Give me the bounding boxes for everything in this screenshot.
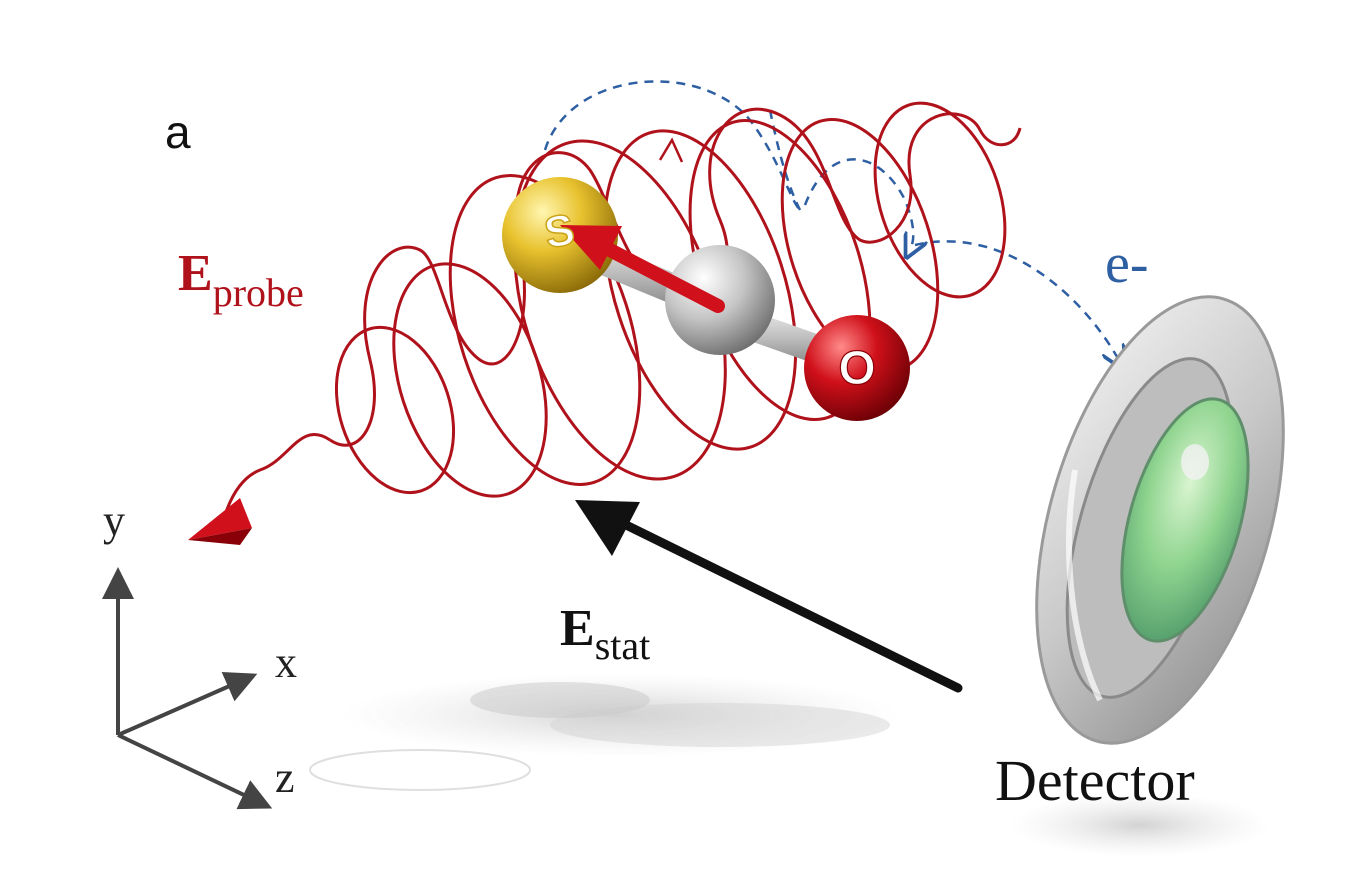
electron-label: e-: [1105, 233, 1149, 295]
probe-field-symbol: E: [178, 245, 213, 302]
probe-field-label: Eprobe: [178, 245, 304, 315]
detector: [1035, 295, 1285, 745]
coordinate-axes: [102, 567, 273, 810]
axis-z-label: z: [275, 753, 295, 802]
static-field-subscript: stat: [595, 623, 651, 668]
detector-label: Detector: [995, 748, 1195, 813]
panel-label: a: [165, 106, 191, 158]
static-field-symbol: E: [560, 600, 595, 657]
oxygen-label: O: [838, 342, 875, 395]
probe-field-subscript: probe: [213, 270, 304, 315]
axis-x-label: x: [275, 638, 297, 687]
sulfur-atom: [502, 177, 618, 293]
oxygen-atom: [804, 315, 910, 421]
static-field-arrow: [575, 500, 963, 693]
static-field-label: Estat: [560, 600, 650, 668]
probe-arrowhead: [188, 498, 252, 545]
probe-field-helix: [223, 101, 1022, 516]
dipole-arrow: [560, 225, 725, 313]
floor-shadow: [309, 673, 1270, 857]
electron-trajectory: [543, 80, 1120, 362]
axis-y-label: y: [103, 496, 125, 545]
